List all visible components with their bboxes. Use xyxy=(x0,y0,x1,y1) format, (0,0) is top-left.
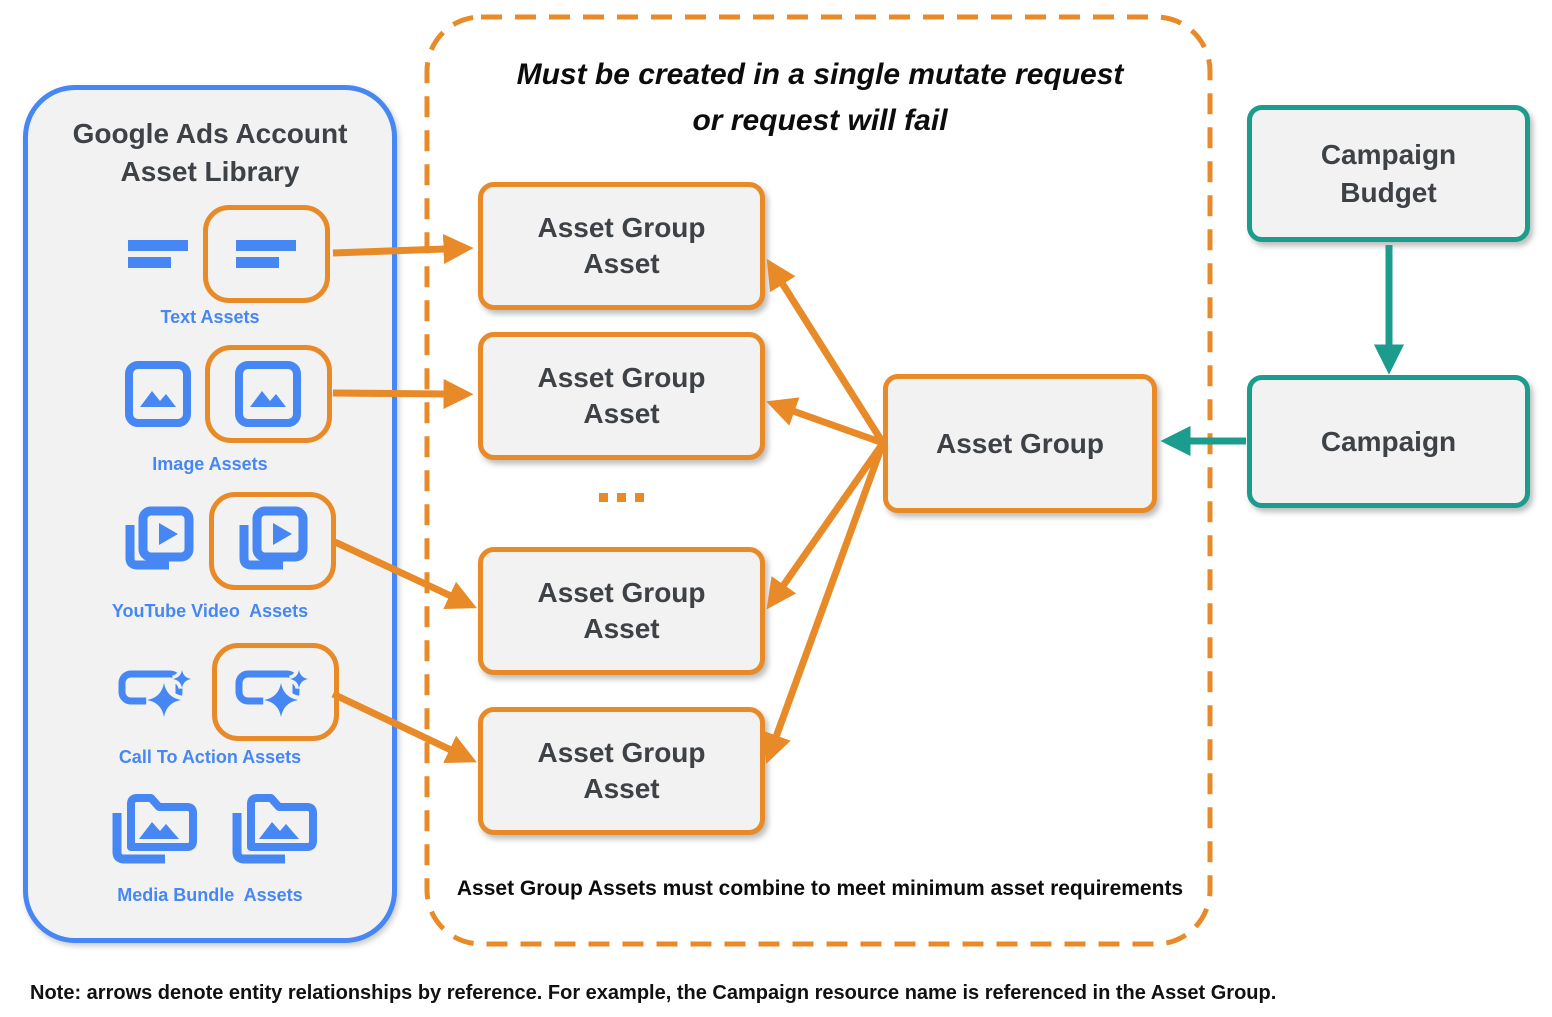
text-assets-label: Text Assets xyxy=(160,307,260,327)
media-bundle-folder-icon xyxy=(112,794,197,864)
call-to-action-sparkle-icon xyxy=(235,669,309,719)
mutate-request-title: Must be created in a single mutate reque… xyxy=(516,58,1124,137)
video-play-stack-icon xyxy=(125,506,193,570)
asset-group-asset-box-1: Asset Group Asset xyxy=(478,182,765,310)
library-row-media-bundle-assets: Media Bundle Assets xyxy=(28,788,392,906)
asset-library-panel: Google Ads Account Asset Library Text As… xyxy=(23,85,397,943)
image-assets-label: Image Assets xyxy=(152,454,268,474)
video-assets-highlight-box xyxy=(208,492,336,590)
cta-assets-highlight-box xyxy=(211,643,339,741)
image-icon xyxy=(124,361,191,427)
mutate-footnote: Asset Group Assets must combine to meet … xyxy=(456,877,1184,900)
video-assets-label: YouTube Video Assets xyxy=(111,601,309,621)
text-lines-icon xyxy=(127,240,188,268)
arrow-asset-group-to-box1 xyxy=(766,258,886,445)
asset-group-box: Asset Group xyxy=(883,374,1157,513)
text-lines-icon xyxy=(236,240,296,268)
asset-group-asset-box-4: Asset Group Asset xyxy=(478,707,765,835)
library-row-text-assets: Text Assets xyxy=(28,205,392,328)
asset-group-asset-box-3: Asset Group Asset xyxy=(478,547,765,675)
image-assets-highlight-box xyxy=(204,345,332,443)
campaign-budget-box: Campaign Budget xyxy=(1247,105,1530,242)
ellipsis-dots xyxy=(478,493,765,502)
media-bundle-assets-label: Media Bundle Assets xyxy=(117,885,303,905)
arrow-asset-group-to-box4 xyxy=(762,441,887,764)
asset-library-title: Google Ads Account Asset Library xyxy=(72,118,348,187)
media-bundle-folder-icon xyxy=(232,794,317,864)
campaign-box: Campaign xyxy=(1247,375,1530,508)
reference-note: Note: arrows denote entity relationships… xyxy=(30,982,1277,1004)
library-row-image-assets: Image Assets xyxy=(28,345,392,475)
asset-group-asset-box-2: Asset Group Asset xyxy=(478,332,765,460)
call-to-action-sparkle-icon xyxy=(118,669,192,719)
image-icon xyxy=(235,361,301,427)
text-assets-highlight-box xyxy=(202,205,330,303)
arrow-asset-group-to-box3 xyxy=(766,440,886,610)
library-row-video-assets: YouTube Video Assets xyxy=(28,492,392,622)
cta-assets-label: Call To Action Assets xyxy=(118,747,302,767)
video-play-stack-icon xyxy=(239,506,308,570)
arrow-asset-group-to-box2 xyxy=(766,397,885,447)
library-row-cta-assets: Call To Action Assets xyxy=(28,643,392,768)
